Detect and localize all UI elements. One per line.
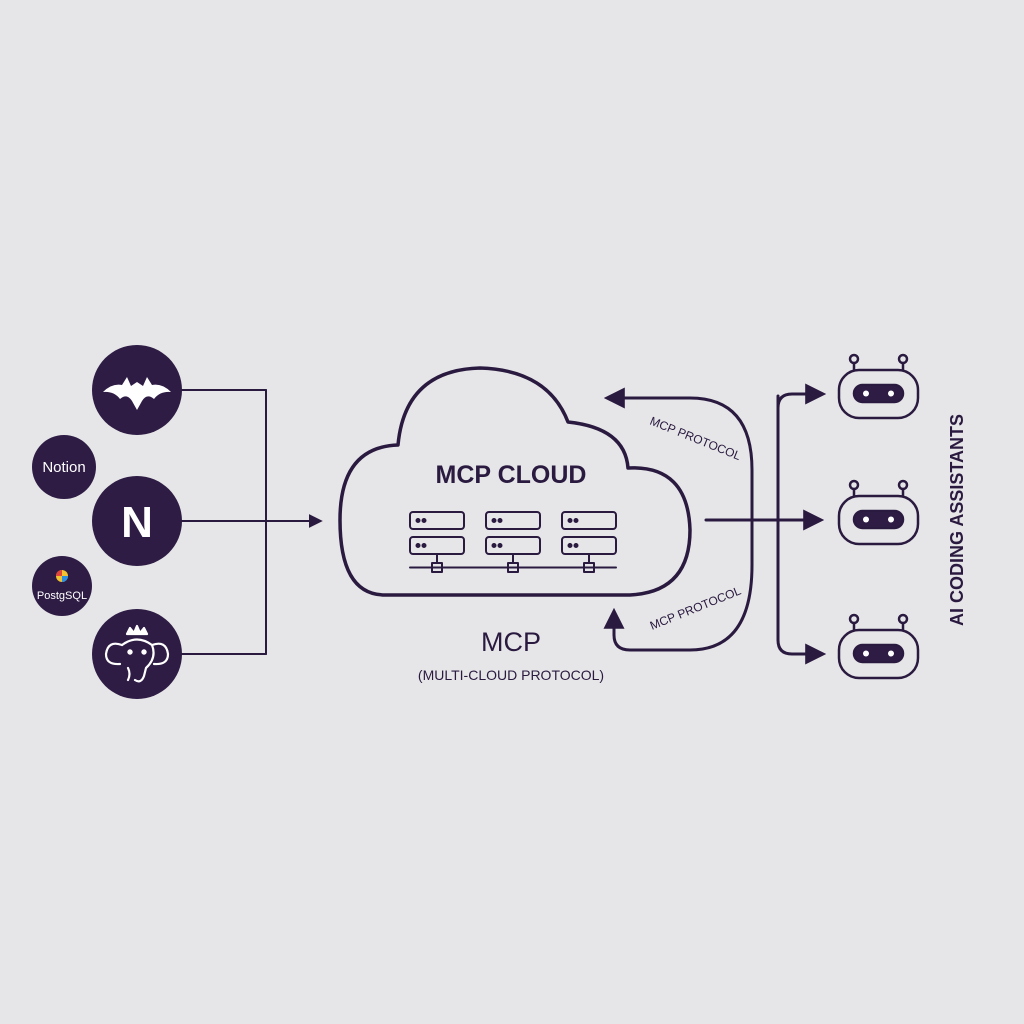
server-rack-3 [561, 511, 617, 573]
robot-icon [837, 613, 920, 680]
elephant-icon [104, 624, 170, 683]
robot-icon [837, 353, 920, 420]
protocol-label-lower: MCP PROTOCOL [648, 583, 743, 632]
server-icon [561, 511, 617, 530]
mcp-cloud: MCP CLOUD [338, 366, 692, 597]
notion-label-node: Notion [32, 435, 96, 499]
assistant-robot-3 [837, 613, 920, 680]
notion-icon: N [121, 498, 153, 547]
assistants-label: AI CODING ASSISTANTS [947, 414, 967, 626]
caption-title: MCP [481, 627, 541, 657]
protocol-label-upper: MCP PROTOCOL [648, 414, 743, 463]
postgres-label: PostgSQL [37, 590, 87, 602]
server-icon [409, 511, 465, 530]
source-notion-node: N [92, 476, 182, 566]
bat-icon [103, 377, 171, 410]
robot-icon [837, 479, 920, 546]
assistant-robot-1 [837, 353, 920, 420]
cloud-title: MCP CLOUD [436, 461, 587, 489]
postgres-label-node: PostgSQL [32, 556, 92, 616]
protocol-loop [603, 387, 754, 652]
server-rack-2 [485, 511, 541, 573]
source-elephant-node [92, 609, 182, 699]
assistant-robot-2 [837, 479, 920, 546]
server-icon [485, 511, 541, 530]
source-bat-node [92, 345, 182, 435]
notion-label: Notion [42, 459, 85, 476]
caption-subtitle: (MULTI-CLOUD PROTOCOL) [418, 667, 604, 683]
source-connectors [181, 389, 323, 655]
assistant-connectors [704, 383, 827, 665]
server-rack-1 [409, 511, 465, 573]
